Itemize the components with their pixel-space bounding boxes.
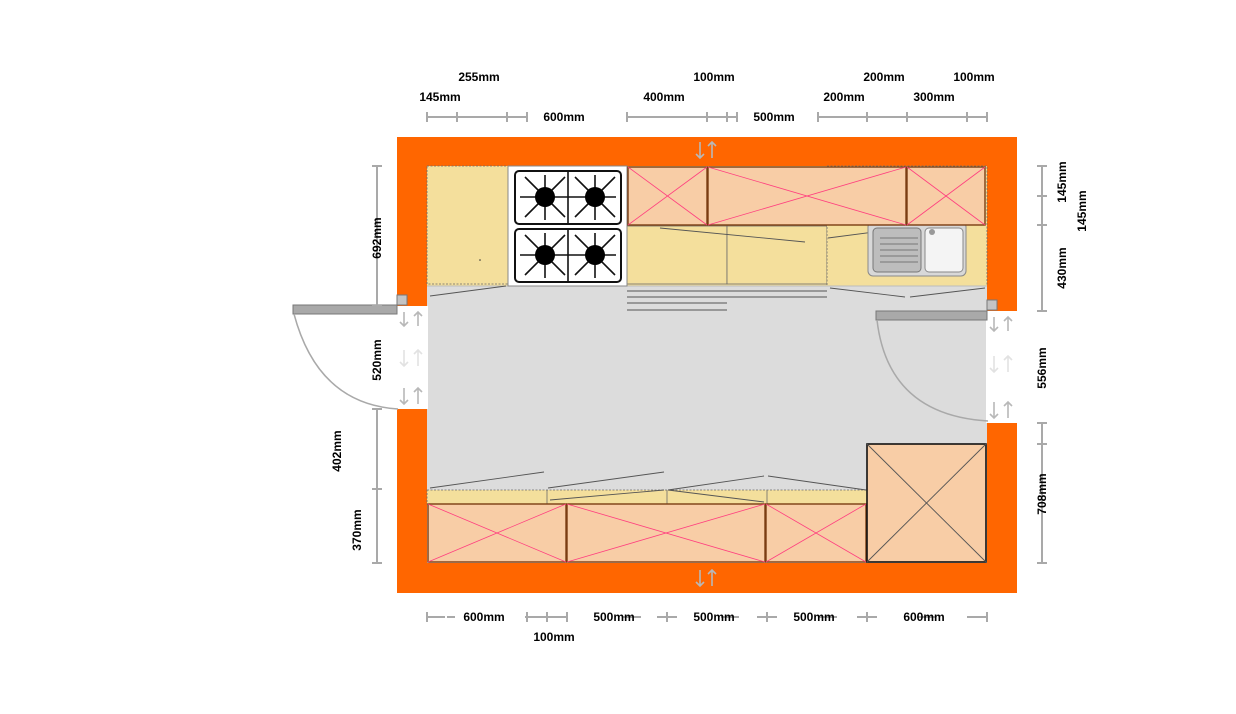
dim-top-300: 300mm (913, 90, 954, 104)
dim-top-500: 500mm (753, 110, 794, 124)
top-wall-cabinets (627, 166, 986, 226)
gas-hob-icon[interactable] (507, 165, 628, 287)
dimension-lines (372, 112, 1047, 622)
bottom-cabinet-3[interactable] (765, 503, 867, 563)
left-door-swing-arc (293, 313, 399, 410)
dim-right-708: 708mm (1035, 473, 1049, 514)
bottom-cabinet-1[interactable] (427, 503, 567, 563)
base-cabinet-tall-left[interactable] (426, 165, 509, 285)
dim-bottom-100: 100mm (533, 630, 574, 644)
bottom-counter-strip (426, 489, 868, 505)
dim-top-200a: 200mm (863, 70, 904, 84)
dim-top-100b: 100mm (953, 70, 994, 84)
dim-top-255: 255mm (458, 70, 499, 84)
dim-right-556: 556mm (1035, 347, 1049, 388)
base-cabinet-under-wall-1[interactable] (626, 225, 728, 285)
bottom-wall-cabinets (427, 443, 987, 563)
dim-bottom-500b: 500mm (693, 610, 734, 624)
left-door[interactable] (292, 294, 408, 410)
wall-cabinet-2[interactable] (707, 166, 907, 226)
right-door[interactable] (875, 299, 998, 422)
bottom-cabinet-2[interactable] (566, 503, 766, 563)
dim-right-430: 430mm (1055, 247, 1069, 288)
bottom-swing-hints (429, 471, 867, 503)
bottom-base-cabinets (426, 471, 868, 505)
dim-top-200b: 200mm (823, 90, 864, 104)
dim-bottom-500a: 500mm (593, 610, 634, 624)
door-swing-hint-3 (829, 287, 906, 298)
dimension-labels: 255mm 100mm 200mm 100mm 145mm 400mm 200m… (330, 70, 1089, 644)
left-door-leaf[interactable] (292, 304, 398, 315)
dim-right-145a: 145mm (1055, 161, 1069, 202)
dim-top-100a: 100mm (693, 70, 734, 84)
dim-right-145b: 145mm (1075, 190, 1089, 231)
dim-left-370: 370mm (350, 509, 364, 550)
dim-bottom-600b: 600mm (903, 610, 944, 624)
left-door-opening (396, 306, 428, 409)
dim-left-692: 692mm (370, 217, 384, 258)
drawer-lines (627, 290, 827, 311)
dim-bottom-600a: 600mm (463, 610, 504, 624)
dim-bottom-500c: 500mm (793, 610, 834, 624)
cabinet-dot (479, 259, 481, 261)
door-swing-hint-2 (659, 227, 806, 243)
right-door-swing-arc (876, 319, 989, 422)
dim-left-520: 520mm (370, 339, 384, 380)
door-swing-hint-4 (909, 287, 986, 298)
right-door-leaf[interactable] (875, 310, 988, 321)
dim-top-145: 145mm (419, 90, 460, 104)
right-door-opening (986, 311, 1018, 423)
door-swing-hint-1 (429, 285, 507, 297)
wall-cabinet-3[interactable] (906, 166, 986, 226)
wall-cabinet-1[interactable] (627, 166, 708, 226)
dim-top-600: 600mm (543, 110, 584, 124)
sink-icon[interactable] (867, 221, 967, 277)
base-cabinet-under-wall-2[interactable] (726, 225, 828, 285)
tall-unit-corner[interactable] (866, 443, 987, 563)
dim-left-402: 402mm (330, 430, 344, 471)
up-down-arrows-icon (399, 140, 1013, 588)
dim-top-400: 400mm (643, 90, 684, 104)
